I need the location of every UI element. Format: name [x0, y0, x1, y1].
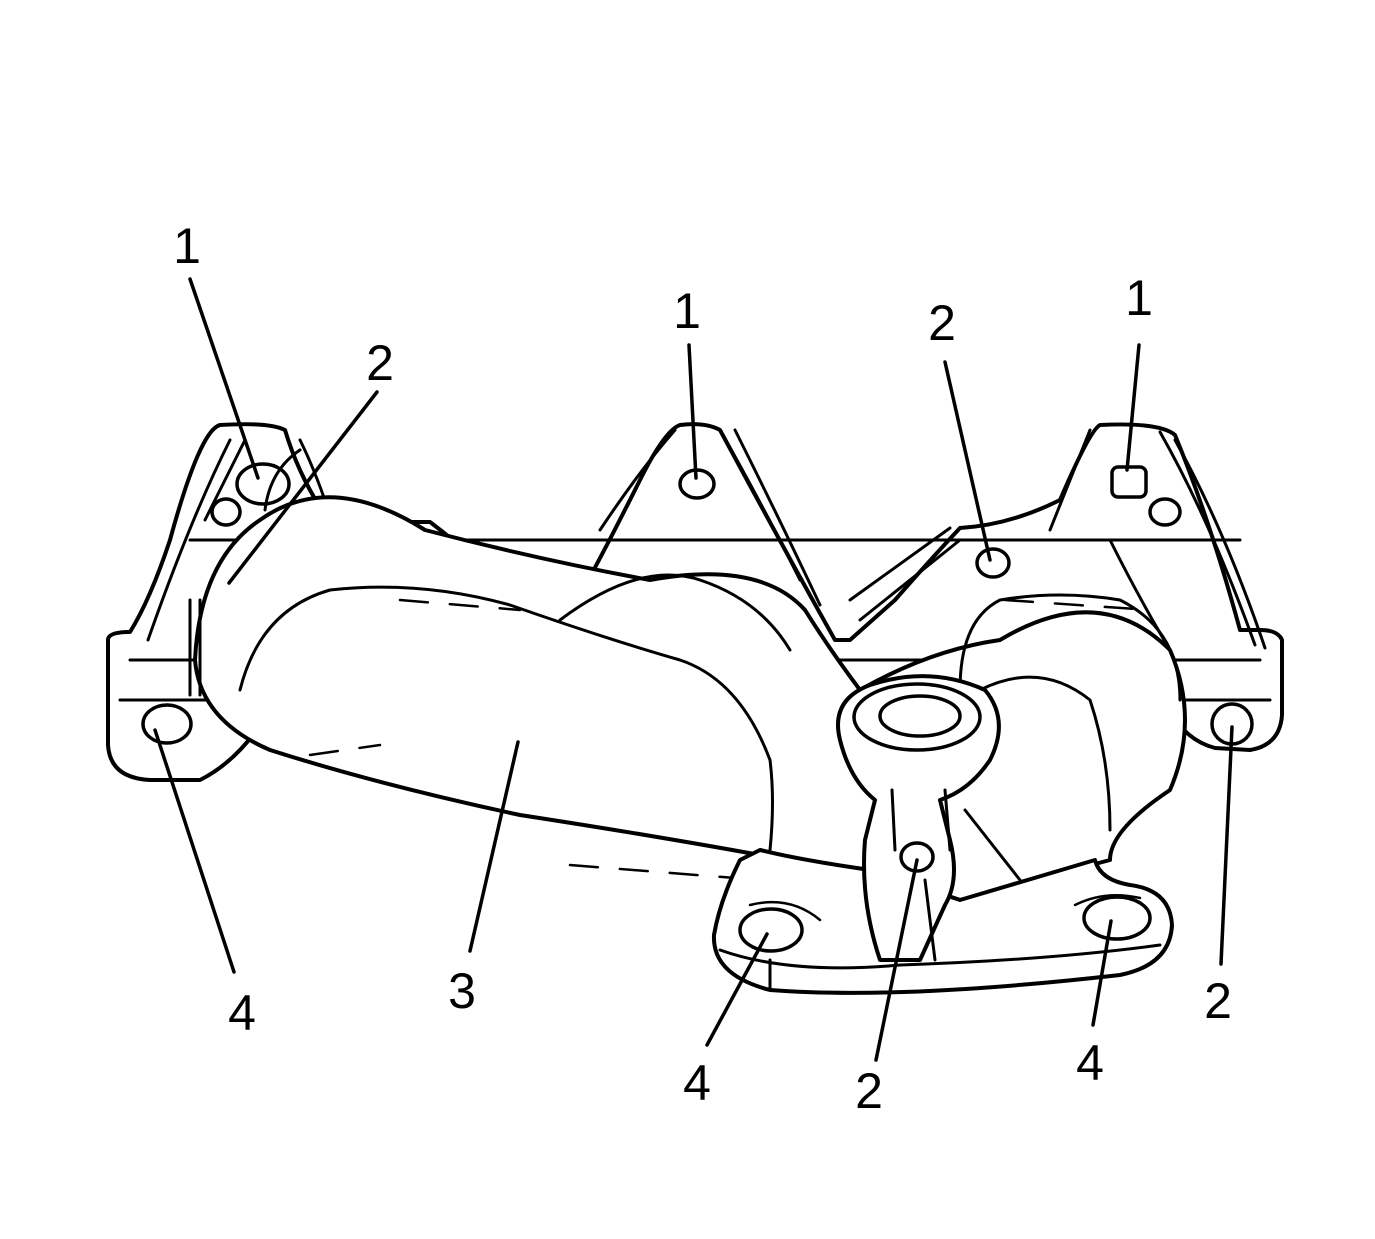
outlet-bolt-hole-left — [738, 907, 804, 953]
leader-4-left — [153, 728, 236, 974]
callout-1-center: 1 — [673, 283, 701, 339]
leader-2-right — [1219, 725, 1234, 966]
port-bore — [878, 694, 962, 738]
dowel-hole-upper-left — [210, 497, 242, 527]
callout-2-right: 2 — [1204, 973, 1232, 1029]
callout-3: 3 — [448, 963, 476, 1019]
callout-4-center: 4 — [683, 1055, 711, 1111]
callout-1-left: 1 — [173, 218, 201, 274]
leader-3 — [468, 740, 520, 953]
leader-1-center — [687, 343, 698, 480]
leader-2-bottom — [874, 858, 919, 1062]
leader-1-left — [188, 277, 260, 480]
leader-1-right — [1125, 343, 1141, 472]
callout-4-left: 4 — [228, 985, 256, 1041]
leader-2-center — [943, 360, 992, 562]
leader-4-right — [1091, 919, 1113, 1027]
callout-4-right: 4 — [1076, 1035, 1104, 1091]
leader-2-upper-left — [227, 390, 379, 585]
sensor-boss — [836, 674, 1022, 962]
callout-2-center: 2 — [928, 295, 956, 351]
callout-2-upper-left: 2 — [366, 335, 394, 391]
stud-hole-center-right — [975, 547, 1011, 579]
outlet-bolt-hole-right — [1082, 895, 1152, 941]
leader-lines — [153, 277, 1234, 1062]
callout-2-bottom: 2 — [855, 1063, 883, 1119]
dowel-hole-upper-right — [1148, 497, 1182, 527]
leader-4-center — [705, 932, 769, 1047]
bolt-hole-lower-left — [141, 703, 193, 745]
sensor-stud-hole — [899, 841, 935, 873]
bolt-head-upper-right — [1110, 465, 1148, 499]
callout-1-right: 1 — [1125, 270, 1153, 326]
callout-labels: 1 1 1 2 2 2 2 3 4 4 4 — [173, 218, 1232, 1119]
